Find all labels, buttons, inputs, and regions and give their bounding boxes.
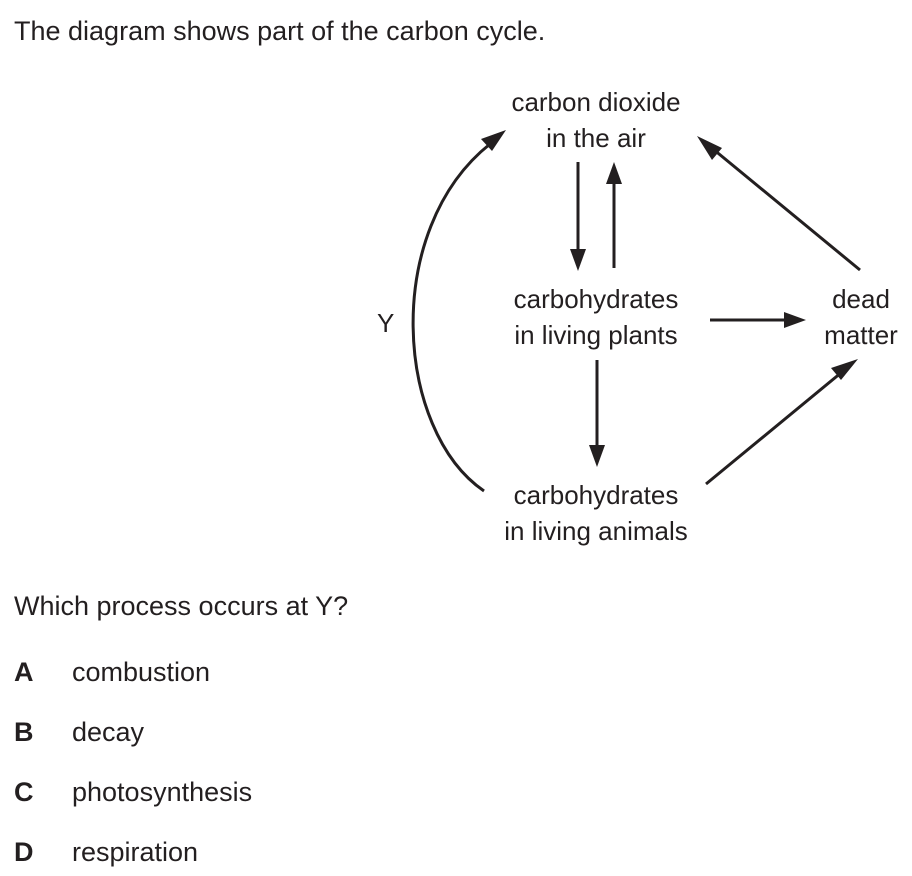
node-co2-line-1: carbon dioxide xyxy=(511,87,681,117)
arrowhead-animals-to-dead xyxy=(831,359,858,380)
node-animals-line-2: in living animals xyxy=(504,516,688,546)
arrowhead-dead-to-co2 xyxy=(697,136,722,160)
option-letter: B xyxy=(14,717,34,747)
option-text: photosynthesis xyxy=(72,777,253,807)
intro-text: The diagram shows part of the carbon cyc… xyxy=(14,16,546,46)
node-dead-matter: dead matter xyxy=(806,281,912,353)
node-plants-line-2: in living plants xyxy=(514,320,678,350)
option-text: combustion xyxy=(72,657,211,687)
node-dead-line-2: matter xyxy=(824,320,898,350)
option-text: respiration xyxy=(72,837,199,867)
question-text: Which process occurs at Y? xyxy=(14,591,349,621)
arrowhead-co2-to-plants xyxy=(570,249,586,271)
process-label-y: Y xyxy=(377,308,395,338)
arrowhead-y-animals-to-co2 xyxy=(481,130,506,151)
arrowhead-plants-to-dead xyxy=(784,312,806,328)
node-carbon-dioxide-in-air: carbon dioxide in the air xyxy=(470,84,722,156)
node-carbohydrates-in-animals: carbohydrates in living animals xyxy=(470,477,722,549)
option-text: decay xyxy=(72,717,145,747)
node-plants-line-1: carbohydrates xyxy=(513,284,679,314)
arrowhead-plants-to-co2 xyxy=(606,162,622,184)
node-animals-line-1: carbohydrates xyxy=(513,480,679,510)
option-letter: A xyxy=(14,657,34,687)
arrowhead-plants-to-animals xyxy=(589,445,605,467)
option-letter: C xyxy=(14,777,34,807)
node-carbohydrates-in-plants: carbohydrates in living plants xyxy=(470,281,722,353)
arrow-animals-to-dead xyxy=(705,370,843,486)
node-co2-line-2: in the air xyxy=(546,123,646,153)
option-letter: D xyxy=(14,837,34,867)
node-dead-line-1: dead xyxy=(832,284,890,314)
arrow-y-animals-to-co2 xyxy=(411,142,491,493)
arrow-dead-to-co2 xyxy=(712,147,861,272)
